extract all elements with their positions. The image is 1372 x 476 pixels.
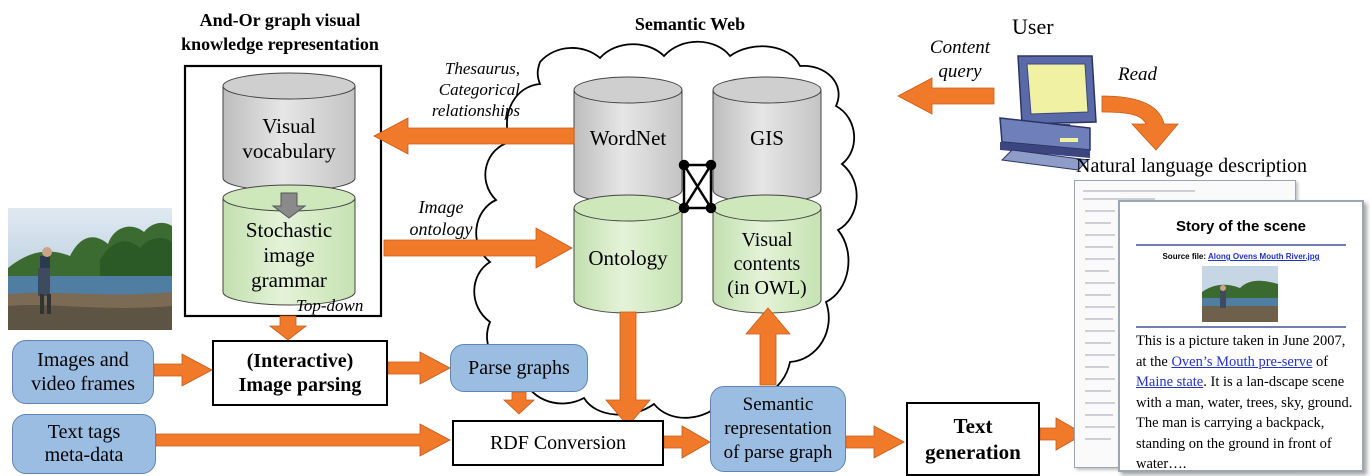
content-query-label: Content query	[912, 36, 1008, 84]
text-tags-box: Text tags meta-data	[12, 414, 156, 474]
semantic-representation-box: Semantic representation of parse graph	[710, 386, 846, 472]
visual-contents-line1: Visual	[741, 229, 793, 251]
image-parsing-box: (Interactive) Image parsing	[212, 340, 388, 406]
stochastic-grammar-line1: Stochastic	[245, 218, 333, 242]
story-title-rule	[1136, 244, 1346, 246]
arrow-user-to-wordnet	[897, 77, 995, 115]
ontology-cylinder	[573, 194, 683, 314]
arrow-textgen-to-description	[1039, 417, 1085, 451]
text-tags-line1: Text tags	[47, 421, 121, 443]
image-ontology-line2: ontology	[409, 219, 473, 239]
image-ontology-line1: Image	[418, 197, 464, 217]
arrow-rdf-to-semantic	[663, 425, 711, 459]
content-query-line1: Content	[929, 37, 991, 58]
story-link-ovens-mouth[interactable]: Oven’s Mouth pre-serve	[1171, 353, 1313, 370]
stochastic-grammar-line3: grammar	[251, 268, 327, 292]
text-generation-line2: generation	[925, 440, 1021, 464]
user-computer-icon	[999, 55, 1097, 171]
story-source-label: Source file:	[1162, 252, 1208, 261]
text-generation-line1: Text	[953, 414, 993, 438]
visual-vocabulary-line2: vocabulary	[242, 139, 336, 163]
stochastic-grammar-line2: image	[263, 243, 315, 267]
arrow-topdown	[268, 315, 308, 341]
story-thumbnail	[1202, 266, 1278, 322]
arrow-semantic-to-textgen	[845, 425, 905, 459]
arrow-grammar-to-ontology	[383, 227, 573, 269]
thesaurus-line1: Thesaurus,	[444, 59, 520, 78]
visual-contents-label: Visual contents (in OWL)	[706, 228, 828, 300]
parse-graphs-line1: Parse graphs	[468, 356, 570, 379]
content-query-line2: query	[938, 61, 982, 82]
arrow-parsegraphs-to-rdf	[502, 391, 536, 415]
semantic-repr-line2: representation	[724, 418, 832, 439]
images-video-line1: Images and	[37, 349, 129, 371]
read-label: Read	[1118, 64, 1158, 85]
story-document: Story of the scene Source file: Along Ov…	[1118, 200, 1364, 472]
image-ontology-label: Image ontology	[396, 196, 486, 240]
thesaurus-label: Thesaurus, Categorical relationships	[398, 58, 520, 121]
story-title: Story of the scene	[1175, 218, 1307, 235]
story-source-link[interactable]: Along Ovens Mouth River.jpg	[1207, 252, 1320, 261]
background-document-lines	[1083, 190, 1195, 440]
image-parsing-line1: (Interactive)	[246, 350, 354, 372]
wordnet-label: WordNet	[589, 126, 667, 150]
visual-vocabulary-cylinder	[222, 72, 356, 192]
gray-down-arrow	[271, 192, 307, 219]
stochastic-grammar-label: Stochastic image grammar	[223, 218, 355, 293]
semantic-repr-line3: of parse graph	[723, 442, 833, 463]
gis-label: GIS	[750, 126, 784, 150]
story-photo-rule	[1136, 326, 1346, 328]
thesaurus-line2: Categorical	[438, 80, 520, 99]
andor-title-line2: knowledge representation	[181, 34, 379, 54]
story-link-maine[interactable]: Maine state	[1136, 374, 1204, 390]
arrow-read-curved	[1101, 95, 1179, 151]
visual-contents-line3: (in OWL)	[727, 277, 807, 299]
arrow-images-to-parsing	[153, 353, 213, 387]
topdown-label: Top-down	[296, 296, 364, 315]
andor-title-line1: And-Or graph visual	[199, 10, 361, 30]
arrow-texttags-to-rdf	[155, 423, 451, 457]
arrow-ontology-to-rdf	[605, 311, 651, 427]
rdf-line1: RDF Conversion	[489, 431, 627, 454]
natural-language-title: Natural language description	[1076, 155, 1308, 177]
scene-photo	[8, 208, 172, 330]
text-tags-line2: meta-data	[44, 444, 124, 466]
arrow-semantic-to-visualcontents	[745, 307, 791, 386]
images-video-line2: video frames	[31, 373, 135, 395]
images-video-box: Images and video frames	[12, 340, 154, 404]
semantic-web-title: Semantic Web	[634, 14, 746, 34]
visual-vocabulary-label: Visual vocabulary	[223, 114, 355, 164]
parse-graphs-box: Parse graphs	[450, 344, 588, 392]
image-parsing-line2: Image parsing	[238, 374, 362, 396]
story-text-3: . It is a lan-dscape scene with a man, w…	[1136, 374, 1353, 472]
text-generation-box: Text generation	[906, 402, 1040, 476]
story-source-line: Source file: Along Ovens Mouth River.jpg	[1120, 252, 1362, 261]
thesaurus-line3: relationships	[431, 101, 520, 120]
user-label: User	[1012, 14, 1054, 39]
semantic-repr-line1: Semantic	[742, 394, 814, 415]
visual-vocabulary-line1: Visual	[262, 114, 316, 138]
rdf-conversion-box: RDF Conversion	[452, 420, 664, 466]
visual-contents-line2: contents	[733, 253, 801, 275]
story-body: This is a picture taken in June 2007, at…	[1136, 331, 1358, 475]
story-text-2: of	[1312, 353, 1329, 370]
wordnet-cylinder	[573, 76, 683, 204]
ontology-label: Ontology	[588, 246, 668, 270]
visual-contents-cylinder	[712, 194, 822, 314]
story-text-1: This is a picture taken in June 2007, at…	[1136, 333, 1346, 370]
arrow-parsing-to-parsegraphs	[387, 351, 451, 385]
ontology-connector	[678, 159, 717, 214]
arrow-wordnet-to-vocabulary	[373, 117, 575, 155]
